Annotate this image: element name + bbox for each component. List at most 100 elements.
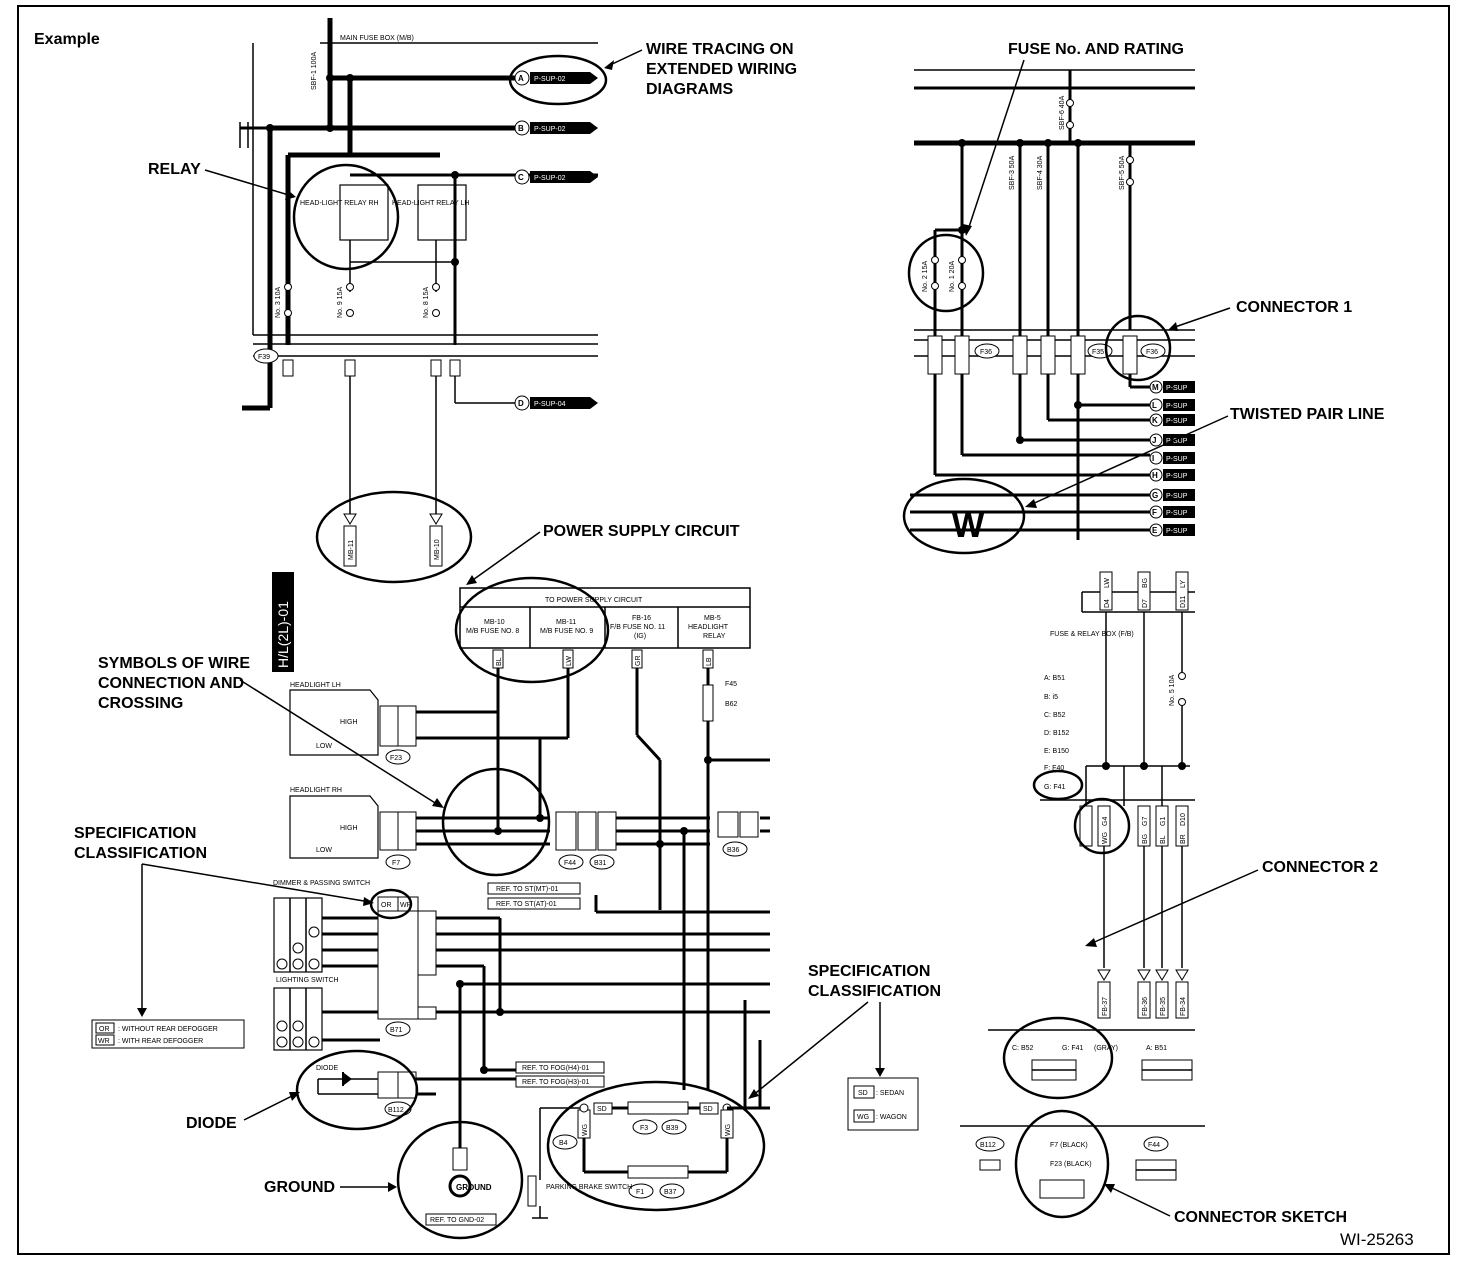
mb10-label: MB-10 xyxy=(434,539,441,560)
mb-connector-ellipse xyxy=(315,490,473,584)
headlight-rh: HEADLIGHT RH HIGH LOW F7 xyxy=(289,787,417,870)
svg-text:P-SUP: P-SUP xyxy=(1166,438,1188,445)
svg-text:P-SUP-02: P-SUP-02 xyxy=(534,76,566,83)
svg-text:BG: BG xyxy=(1142,578,1149,588)
svg-text:FUSE No. AND RATING: FUSE No. AND RATING xyxy=(1008,41,1184,58)
sbf3-label: SBF-3 50A xyxy=(1009,155,1016,190)
relay-lh-label: HEAD-LIGHT RELAY LH xyxy=(392,200,469,207)
svg-text:C: B52: C: B52 xyxy=(1012,1045,1034,1052)
callout-twisted-pair: TWISTED PAIR LINE xyxy=(1025,406,1385,508)
svg-text:A: B51: A: B51 xyxy=(1044,675,1065,682)
connector-sketch-ellipse-top xyxy=(1002,1016,1114,1100)
wire-tracing-callout-ellipse xyxy=(508,54,608,106)
svg-text:L: L xyxy=(1152,401,1157,410)
svg-text:CROSSING: CROSSING xyxy=(98,695,183,712)
svg-text:A: A xyxy=(518,74,524,83)
svg-text:K: K xyxy=(1152,416,1158,425)
svg-text:GR: GR xyxy=(635,656,642,667)
svg-text:CONNECTOR 2: CONNECTOR 2 xyxy=(1262,859,1378,876)
or-label: OR xyxy=(381,902,392,909)
callout-wire-symbols: SYMBOLS OF WIRE CONNECTION AND CROSSING xyxy=(98,655,444,808)
svg-text:SYMBOLS OF WIRE: SYMBOLS OF WIRE xyxy=(98,655,250,672)
svg-text:P-SUP-02: P-SUP-02 xyxy=(534,175,566,182)
svg-text:LOW: LOW xyxy=(316,847,332,854)
fuse-no9: No. 9 15A xyxy=(337,283,354,318)
mb-connectors: MB-11 MB-10 xyxy=(343,513,443,567)
svg-text:CLASSIFICATION: CLASSIFICATION xyxy=(74,845,207,862)
connector-sketch-bottom: B112 F7 (BLACK) F23 (BLACK) F44 xyxy=(975,1136,1177,1199)
svg-text:DIODE: DIODE xyxy=(316,1065,339,1072)
svg-text:BG: BG xyxy=(1142,834,1149,844)
power-supply-table: TO POWER SUPPLY CIRCUIT MB-10 M/B FUSE N… xyxy=(459,587,751,669)
fuse-no3: No. 3 10A xyxy=(275,283,292,318)
svg-text:REF. TO FOG(H3)-01: REF. TO FOG(H3)-01 xyxy=(522,1079,590,1086)
f7-label: F7 xyxy=(392,860,400,867)
svg-text:FB-35: FB-35 xyxy=(1160,997,1167,1016)
g-f41-ellipse xyxy=(1032,769,1084,801)
fuse-rating-ellipse xyxy=(907,233,985,313)
right-fuse-block: SBF-6 40A SBF-3 50A SBF-4 30A SBF-5 50A … xyxy=(910,69,1195,545)
svg-text:No. 9 15A: No. 9 15A xyxy=(337,287,344,318)
svg-text:No. 8 15A: No. 8 15A xyxy=(423,287,430,318)
svg-text:F/B FUSE NO. 11: F/B FUSE NO. 11 xyxy=(610,624,665,631)
svg-text:REF. TO FOG(H4)-01: REF. TO FOG(H4)-01 xyxy=(522,1065,590,1072)
svg-text:TWISTED PAIR LINE: TWISTED PAIR LINE xyxy=(1230,406,1385,423)
svg-text:F23 (BLACK): F23 (BLACK) xyxy=(1050,1161,1092,1168)
svg-text:G4: G4 xyxy=(1102,817,1109,826)
f36-label: F36 xyxy=(980,349,992,356)
svg-text:B: B xyxy=(518,124,524,133)
example-title: Example xyxy=(34,31,100,48)
b31-label: B31 xyxy=(594,860,607,867)
svg-text:B: i5: B: i5 xyxy=(1044,694,1058,701)
svg-text:SD: SD xyxy=(703,1106,713,1113)
svg-text:G: F41: G: F41 xyxy=(1044,784,1066,791)
f45-label: F45 xyxy=(725,681,737,688)
svg-text:: WITH REAR DEFOGGER: : WITH REAR DEFOGGER xyxy=(118,1038,203,1045)
svg-text:F7 (BLACK): F7 (BLACK) xyxy=(1050,1142,1088,1149)
svg-text:HEADLIGHT LH: HEADLIGHT LH xyxy=(290,682,341,689)
connector-sketch-ellipse-bottom xyxy=(1014,1109,1110,1219)
connector-sketch-c-g: C: B52 G: F41 (GRAY) A: B51 xyxy=(1012,1045,1193,1081)
callout-wire-tracing: WIRE TRACING ON EXTENDED WIRING DIAGRAMS xyxy=(604,41,797,98)
f35-label: F35 xyxy=(1092,349,1104,356)
svg-text:D4: D4 xyxy=(1104,599,1111,608)
sd-wg-ellipse xyxy=(546,1080,766,1212)
sbf4-label: SBF-4 30A xyxy=(1037,155,1044,190)
svg-text:M/B FUSE NO. 9: M/B FUSE NO. 9 xyxy=(540,628,593,635)
svg-text:GROUND: GROUND xyxy=(264,1179,335,1196)
svg-text:I: I xyxy=(1152,454,1154,463)
svg-text:E: B150: E: B150 xyxy=(1044,748,1069,755)
svg-text:D: D xyxy=(518,399,524,408)
svg-text:LOW: LOW xyxy=(316,743,332,750)
svg-text:MB-11: MB-11 xyxy=(556,619,576,626)
b112-label: B112 xyxy=(388,1107,404,1114)
svg-text:G1: G1 xyxy=(1160,817,1167,826)
svg-text:OR: OR xyxy=(99,1026,110,1033)
sbf6-label: SBF-6 40A xyxy=(1059,95,1066,130)
svg-text:WG: WG xyxy=(725,1124,732,1136)
svg-text:P-SUP: P-SUP xyxy=(1166,528,1188,535)
svg-text:C: C xyxy=(518,173,524,182)
svg-text:No. 3 10A: No. 3 10A xyxy=(275,287,282,318)
svg-text:POWER SUPPLY CIRCUIT: POWER SUPPLY CIRCUIT xyxy=(543,523,740,540)
sbf1-label: SBF-1 100A xyxy=(311,52,318,90)
svg-text:SPECIFICATION: SPECIFICATION xyxy=(74,825,196,842)
svg-text:CLASSIFICATION: CLASSIFICATION xyxy=(808,983,941,1000)
svg-text:P-SUP: P-SUP xyxy=(1166,473,1188,480)
svg-text:SPECIFICATION: SPECIFICATION xyxy=(808,963,930,980)
svg-text:(IG): (IG) xyxy=(634,633,646,640)
svg-text:J: J xyxy=(1152,436,1156,445)
headlight-wiring: F45 B62 F44 B31 B36 xyxy=(398,668,770,1090)
svg-text:WG: WG xyxy=(582,1124,589,1136)
wire-trace-d: D P-SUP-04 xyxy=(514,395,598,411)
diode-ellipse xyxy=(295,1049,419,1131)
callout-spec-class-mid: SPECIFICATION CLASSIFICATION xyxy=(748,963,941,1099)
callout-fuse-rating: FUSE No. AND RATING xyxy=(963,41,1184,236)
connector2-ellipse xyxy=(1073,797,1131,855)
